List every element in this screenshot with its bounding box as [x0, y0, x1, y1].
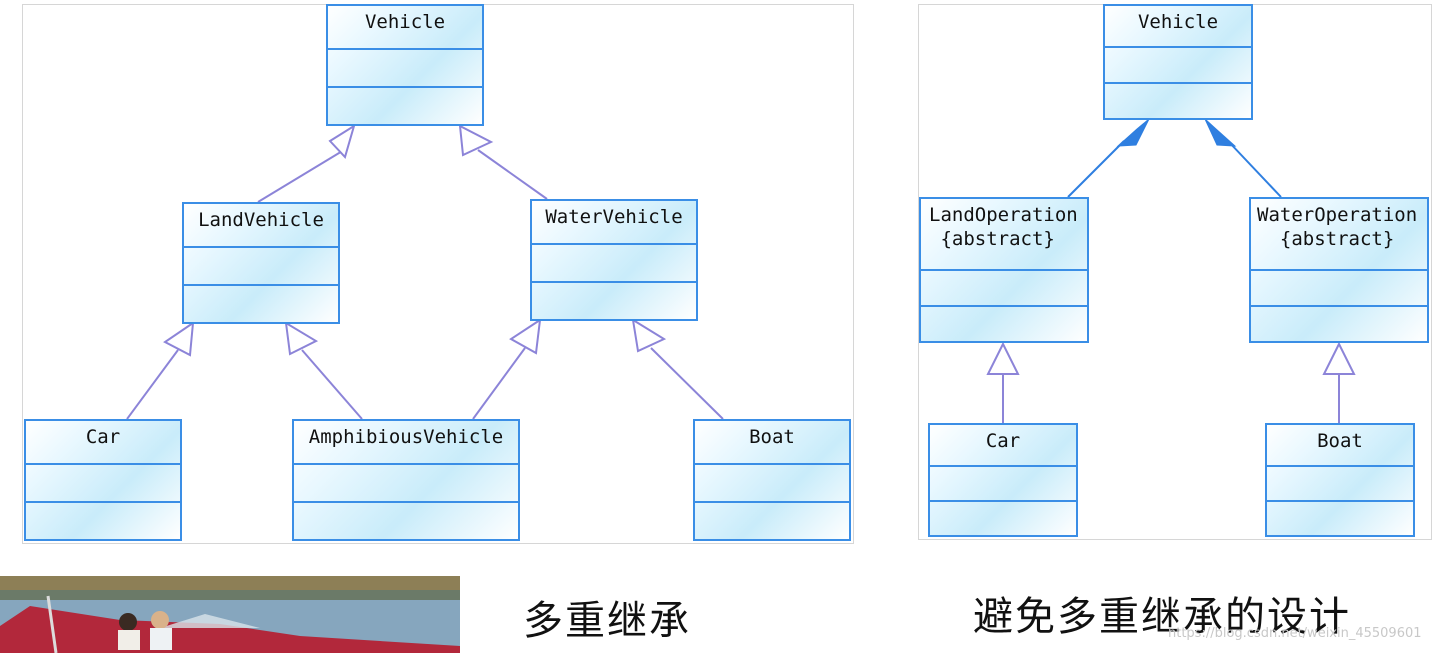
class-car-right: Car	[928, 423, 1078, 537]
class-methods	[1105, 82, 1251, 118]
class-name: LandOperation {abstract}	[929, 204, 1078, 250]
class-name: WaterOperation {abstract}	[1257, 204, 1418, 250]
class-attributes	[184, 246, 338, 284]
class-methods	[1251, 305, 1427, 341]
class-attributes	[532, 243, 696, 281]
class-methods	[921, 305, 1087, 341]
caption-avoid-multiple-inheritance: 避免多重继承的设计	[973, 594, 1351, 640]
class-attributes	[1267, 465, 1413, 500]
class-attributes	[26, 463, 180, 501]
class-boat: Boat	[693, 419, 851, 541]
class-methods	[294, 501, 518, 539]
boat-photo-illustration	[0, 576, 460, 653]
class-attributes	[294, 463, 518, 501]
class-methods	[695, 501, 849, 539]
class-methods	[1267, 500, 1413, 535]
class-name: Boat	[749, 426, 795, 448]
class-methods	[532, 281, 696, 319]
class-methods	[930, 500, 1076, 535]
class-name: Car	[985, 430, 1021, 452]
class-methods	[26, 501, 180, 539]
watermark-url: https://blog.csdn.net/weixin_45509601	[1168, 626, 1422, 641]
caption-multiple-inheritance: 多重继承	[523, 598, 691, 644]
class-landoperation: LandOperation {abstract}	[919, 197, 1089, 343]
class-attributes	[1251, 269, 1427, 305]
class-vehicle: Vehicle	[326, 4, 484, 126]
class-amphibiousvehicle: AmphibiousVehicle	[292, 419, 520, 541]
class-car: Car	[24, 419, 182, 541]
class-attributes	[695, 463, 849, 501]
class-wateroperation: WaterOperation {abstract}	[1249, 197, 1429, 343]
class-methods	[328, 86, 482, 124]
class-attributes	[921, 269, 1087, 305]
boat-photo	[0, 576, 460, 653]
class-attributes	[930, 465, 1076, 500]
class-name: AmphibiousVehicle	[308, 426, 504, 448]
class-name: Car	[85, 426, 121, 448]
class-name: Vehicle	[1137, 11, 1219, 33]
class-attributes	[1105, 46, 1251, 82]
class-methods	[184, 284, 338, 322]
class-name: WaterVehicle	[545, 206, 683, 228]
class-name: Vehicle	[364, 11, 446, 33]
class-vehicle-right: Vehicle	[1103, 4, 1253, 120]
class-name: Boat	[1317, 430, 1363, 452]
class-landvehicle: LandVehicle	[182, 202, 340, 324]
class-attributes	[328, 48, 482, 86]
class-name: LandVehicle	[198, 209, 324, 231]
class-watervehicle: WaterVehicle	[530, 199, 698, 321]
class-boat-right: Boat	[1265, 423, 1415, 537]
